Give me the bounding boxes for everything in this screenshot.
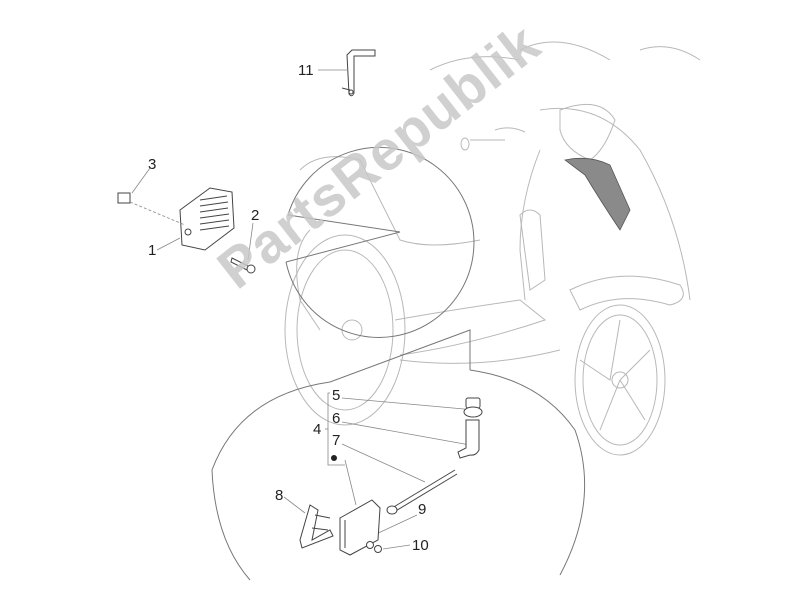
detail-bubble-regulator xyxy=(285,146,475,338)
part-7-cable xyxy=(386,469,458,515)
part-11-bracket xyxy=(341,49,376,97)
part-9-washer xyxy=(366,541,374,549)
callout-11: 11 xyxy=(298,62,314,79)
callout-8: 8 xyxy=(275,487,284,504)
detail-bubble-cable xyxy=(211,329,586,581)
part-2-bolt xyxy=(230,257,256,274)
callout-7: 7 xyxy=(332,432,341,449)
grille-stripe xyxy=(564,157,631,231)
part-6-boot xyxy=(457,419,480,459)
callout-3: 3 xyxy=(148,156,157,173)
leader-lines xyxy=(129,69,476,550)
part-8-bracket xyxy=(299,504,334,549)
callout-4: 4 xyxy=(313,421,322,438)
part-1-regulator xyxy=(179,187,235,251)
callout-1: 1 xyxy=(148,242,157,259)
part-4-assembly xyxy=(339,499,381,556)
callout-9: 9 xyxy=(418,501,427,518)
callout-10: 10 xyxy=(412,537,429,554)
scooter-outline xyxy=(284,41,701,456)
assembly-dot xyxy=(331,455,337,461)
part-5-grommet xyxy=(463,397,483,418)
callout-5: 5 xyxy=(332,387,341,404)
callout-6: 6 xyxy=(332,410,341,427)
part-3-clip xyxy=(117,192,131,204)
part-10-nut xyxy=(374,545,382,553)
callout-2: 2 xyxy=(251,207,260,224)
